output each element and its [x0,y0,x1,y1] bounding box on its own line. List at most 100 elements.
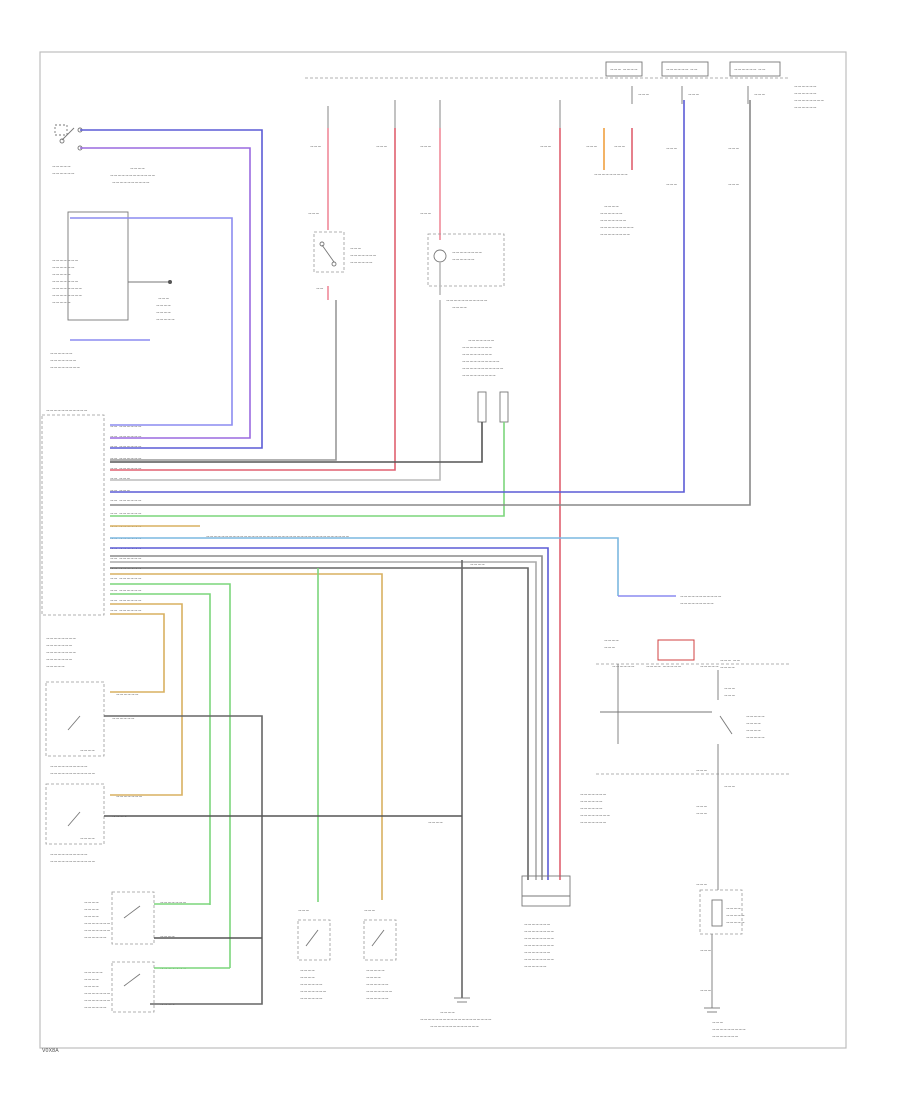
svg-text:~~~~~~~~: ~~~~~~~~ [462,346,492,351]
svg-text:~~~~~~~: ~~~~~~~ [468,339,495,344]
svg-text:~~~~~~ ~~: ~~~~~~ ~~ [666,68,698,73]
svg-text:~~~~~: ~~~~~ [52,301,71,306]
svg-text:~~~~~~~~: ~~~~~~~~ [50,366,80,371]
svg-text:~~~: ~~~ [688,93,700,98]
svg-text:~~~~~~~~~~: ~~~~~~~~~~ [50,853,88,858]
svg-text:~~~~: ~~~~ [720,666,735,671]
wire-blue-1 [80,129,263,449]
control-unit-pins: ~~ ~~~~~~ ~~ ~~~~~~ ~~ ~~~~~~ ~~ ~~~~~~ … [110,425,142,614]
svg-text:~~ ~~~~~~: ~~ ~~~~~~ [110,435,142,440]
svg-text:~~~~~~~: ~~~~~~~ [50,359,77,364]
svg-text:~~~~~~~~: ~~~~~~~~ [46,651,76,656]
svg-text:~~~~~: ~~~~~ [52,165,71,170]
svg-text:~~~: ~~~ [604,646,616,651]
svg-text:~~~~ ~~~~~: ~~~~ ~~~~~ [646,665,682,670]
svg-text:~~~~~~~~~~~: ~~~~~~~~~~~ [46,409,88,414]
svg-text:~~~~~~~~: ~~~~~~~~ [524,937,554,942]
svg-text:~~~~~~: ~~~~~~ [580,807,603,812]
svg-text:~~~: ~~~ [728,147,740,152]
svg-text:~~~~~~~: ~~~~~~~ [600,219,627,224]
wire-gray-5 [110,561,537,880]
svg-text:~~~~~~~~~: ~~~~~~~~~ [462,374,496,379]
svg-text:~~~~~: ~~~~~ [726,914,745,919]
fuse-taps: ~~~ ~~~ ~~~ ~~~ ~~~ ~~~ [310,100,626,150]
svg-text:~~~~~~~~~~: ~~~~~~~~~~ [462,360,500,365]
svg-text:~~~~: ~~~~ [80,749,95,754]
svg-text:~~~~~~: ~~~~~~ [84,1006,107,1011]
svg-text:~~~~~~: ~~~~~~ [116,693,139,698]
svg-text:~~~~~~~: ~~~~~~~ [52,280,79,285]
svg-text:~~~: ~~~ [696,812,708,817]
svg-text:~~~~~: ~~~~~ [366,969,385,974]
connector-center: ~~~~~~~ ~~~~~~~~ ~~~~~~~~ ~~~~~~~~~~ ~~~… [462,339,509,423]
svg-text:~~~ ~~: ~~~ ~~ [720,659,741,664]
security-indicator: ~~~~~~~~ ~~~~~~ ~~~ ~~~~~~~~~~~ ~~~~ [420,212,505,311]
svg-text:~~~~~~~~~: ~~~~~~~~~ [680,602,714,607]
svg-text:~~~: ~~~ [298,909,310,914]
svg-text:~~~: ~~~ [308,212,320,217]
svg-text:~~~~~~~~~: ~~~~~~~~~ [712,1028,746,1033]
svg-text:~~~~: ~~~~ [112,815,127,820]
wire-blue-3 [110,547,549,880]
svg-text:~~~~~~~~~~: ~~~~~~~~~~ [112,181,150,186]
svg-text:~~~~~~~~~~~~: ~~~~~~~~~~~~ [50,772,95,777]
svg-text:~~~~~: ~~~~~ [52,273,71,278]
svg-text:~~~~~~~: ~~~~~~~ [300,990,327,995]
relay-horn-group: ~~~~~~~~~~~ ~~~~~~~~~ ~~~~ ~~~ ~~~~~~ ~~… [580,595,790,1040]
svg-text:~~~~~~: ~~~~~~ [452,258,475,263]
svg-text:~~~: ~~~ [666,147,678,152]
svg-text:~~~: ~~~ [666,183,678,188]
svg-text:~~~~~~~~: ~~~~~~~~ [794,99,824,104]
connector-bottom: ~~~~~~~ ~~~~~~~~ ~~~~~~~~ ~~~~~~~~ ~~~~~… [521,875,571,970]
ground-point: ~~~~ ~~~~~~~~~~~~~~~~~~~ ~~~~~~~~~~~~~ [420,997,492,1030]
hood-group: ~~~ ~~~ ~~~ ~~~~~~ ~~~~~~ ~~~~~~~~ ~~~~~… [594,85,824,238]
svg-text:~~~~~~~: ~~~~~~~ [524,923,551,928]
svg-text:~~~: ~~~ [754,93,766,98]
svg-text:~~~~~~: ~~~~~~ [612,665,635,670]
wire-lightblue-2 [110,537,619,596]
wire-gray-2 [110,262,441,481]
svg-text:~~~~~~: ~~~~~~ [300,983,323,988]
door-lock-actuators: ~~~~~~ ~~~~~~ ~~~~ ~~~~~~~~~~ ~~~~~~~~~~… [45,681,143,865]
door-switches-bottom: ~~~ ~~~ ~~~~ ~~~~ ~~~~~~ ~~~~~~~ ~~~~~~ … [297,909,397,1002]
control-unit: ~~~~~~~~ ~~~~~~~ ~~~~~~~~ ~~~~~~~ ~~~~~ [41,414,105,670]
svg-text:~~~~: ~~~~ [470,563,485,568]
svg-text:~~~~~~~~~~~~~~~~~~~: ~~~~~~~~~~~~~~~~~~~ [420,1018,492,1023]
svg-text:~~~~~~~~: ~~~~~~~~ [52,287,82,292]
svg-text:~~~: ~~~ [310,145,322,150]
svg-text:~~~~~~: ~~~~~~ [350,261,373,266]
svg-text:~~~~~~~~: ~~~~~~~~ [524,944,554,949]
svg-text:~~~: ~~~ [420,212,432,217]
svg-text:~~~~~~~~: ~~~~~~~~ [52,294,82,299]
svg-text:~~~~~~: ~~~~~~ [524,965,547,970]
svg-text:~~~~~~~: ~~~~~~~ [580,793,607,798]
svg-text:~~~~: ~~~~ [726,907,741,912]
key-reminder-switch: ~~~ ~~~~~~~ ~~~~~~ ~~~ ~~ [308,212,377,292]
svg-text:~~~~: ~~~~ [746,729,761,734]
svg-text:~~~~: ~~~~ [80,837,95,842]
wire-tan-3 [110,603,183,796]
svg-text:~~~~~~~: ~~~~~~~ [52,259,79,264]
svg-text:~~~~~~: ~~~~~~ [794,92,817,97]
door-switch: ~~~~~ ~~~~~~ ~~~~ ~~~~~~~~~~~~ ~~~~~~~~~… [52,124,155,186]
wire-gray-3 [110,100,751,506]
svg-text:~~~~: ~~~~ [300,969,315,974]
svg-text:~~~~~: ~~~~~ [726,921,745,926]
fuse-block-top: ~~~ ~~~~ ~~~~~~ ~~ ~~~~~~ ~~ [605,61,781,77]
wire-violet-1 [80,147,251,439]
svg-text:~~~~~~: ~~~~~~ [52,172,75,177]
svg-text:~~~~~~: ~~~~~~ [50,352,73,357]
svg-text:~~ ~~~~~~: ~~ ~~~~~~ [110,425,142,430]
wire-green-3 [110,583,231,968]
svg-text:~~~~~~: ~~~~~~ [366,997,389,1002]
svg-text:~~: ~~ [316,287,324,292]
svg-text:~~~~: ~~~~ [300,976,315,981]
svg-text:~~~: ~~~ [350,247,362,252]
svg-text:~~~~: ~~~~ [84,978,99,983]
svg-text:~~~~~~: ~~~~~~ [600,212,623,217]
svg-text:~~~~~: ~~~~~ [84,971,103,976]
svg-text:~~~~~~~~: ~~~~~~~~ [46,637,76,642]
svg-text:~~~~~~: ~~~~~~ [794,106,817,111]
svg-text:~~ ~~~~~~: ~~ ~~~~~~ [110,445,142,450]
